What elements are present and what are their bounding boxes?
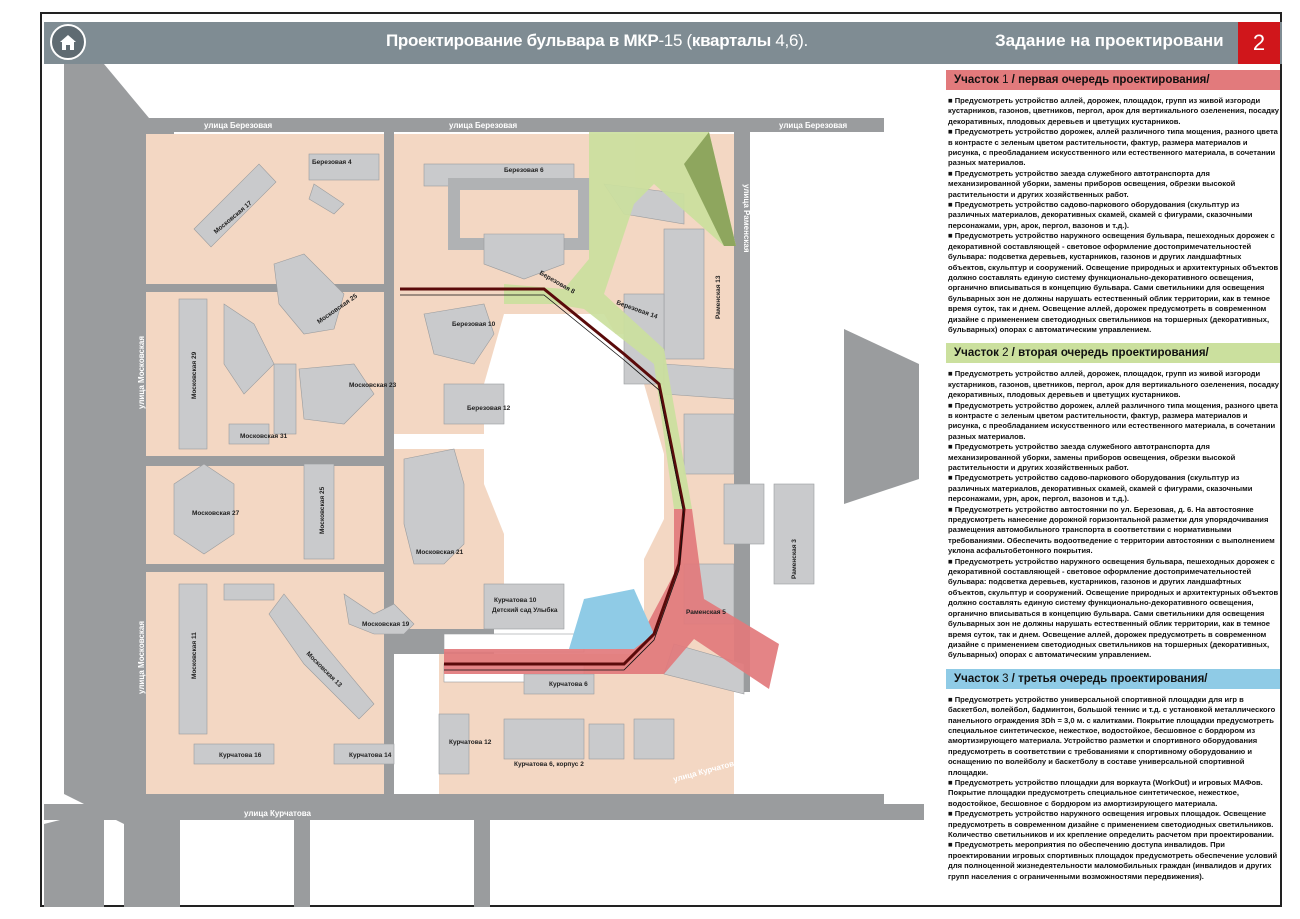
requirement-item: Предусмотреть устройство дорожек, аллей …	[946, 127, 1280, 169]
section-2-heading: Участок 2 / вторая очередь проектировани…	[946, 343, 1280, 364]
requirement-item: Предусмотреть устройство садово-парковог…	[946, 200, 1280, 231]
street-label-berezovaya-3: улица Березовая	[779, 121, 847, 130]
boulevard-section-1	[444, 509, 779, 689]
requirement-item: Предусмотреть устройство наружного освещ…	[946, 231, 1280, 335]
building-label: Раменская 3	[791, 539, 798, 579]
street-label-ramenskaya-1: улица Раменская	[742, 184, 751, 253]
site-plan-map: улица Березовая улица Березовая улица Бе…	[44, 64, 924, 907]
boulevard-section-3	[569, 589, 654, 649]
building-label: Московская 19	[362, 621, 410, 628]
section-3-heading: Участок 3 / третья очередь проектировани…	[946, 668, 1280, 689]
parking-area	[684, 132, 736, 246]
building-label: Раменская 5	[686, 609, 726, 616]
header-bar	[44, 22, 1282, 64]
building-label: Березовая 6	[504, 167, 544, 174]
requirement-item: Предусмотреть устройство наружного освещ…	[946, 809, 1280, 840]
building-label: Детский сад Улыбка	[492, 606, 558, 614]
building-label: Курчатова 16	[219, 752, 262, 759]
street-label-berezovaya-1: улица Березовая	[204, 121, 272, 130]
boulevard-axis	[400, 287, 686, 666]
building-label: Московская 27	[192, 510, 240, 517]
section-2: Участок 2 / вторая очередь проектировани…	[946, 343, 1280, 660]
requirement-item: Предусмотреть устройство заезда служебно…	[946, 169, 1280, 200]
building-label: Березовая 12	[467, 405, 511, 412]
section-1-heading: Участок 1 / первая очередь проектировани…	[946, 70, 1280, 90]
task-title: Задание на проектировани	[995, 31, 1224, 50]
building-label: Московская 25	[319, 486, 326, 534]
page-title: Проектирование бульвара в МКР-15 (кварта…	[386, 31, 808, 50]
street-label-moskovskaya-1: улица Московская	[137, 336, 146, 409]
section-3: Участок 3 / третья очередь проектировани…	[946, 668, 1280, 882]
requirement-item: Предусмотреть устройство автостоянки по …	[946, 505, 1280, 557]
requirement-item: Предусмотреть устройство заезда служебно…	[946, 442, 1280, 473]
requirement-item: Предусмотреть мероприятия по обеспечению…	[946, 840, 1280, 882]
house-emblem-icon	[50, 24, 86, 60]
street-label-ramenskaya-2: улица Раменская	[802, 394, 811, 463]
building-label: Курчатова 6, корпус 2	[514, 761, 584, 768]
buildings	[173, 153, 815, 775]
street-label-kurchatova-1: улица Курчатова	[244, 809, 312, 818]
requirement-item: Предусмотреть устройство аллей, дорожек,…	[946, 369, 1280, 400]
requirement-item: Предусмотреть устройство площадки для во…	[946, 778, 1280, 809]
sheet-frame	[40, 12, 1282, 907]
building-label: Московская 11	[191, 632, 198, 679]
building-label: Московская 29	[191, 351, 198, 399]
building-label: Курчатова 10	[494, 597, 537, 604]
building-label: Раменская 13	[715, 275, 722, 319]
building-label: Березовая 4	[312, 159, 352, 166]
building-label: Курчатова 6	[549, 681, 588, 688]
building-label: Березовая 10	[452, 321, 496, 328]
building-label: Курчатова 14	[349, 752, 392, 759]
building-label: Московская 31	[240, 433, 288, 440]
street-label-moskovskaya-2: улица Московская	[137, 621, 146, 694]
requirement-item: Предусмотреть устройство аллей, дорожек,…	[946, 96, 1280, 127]
page-number-badge: 2	[1238, 22, 1280, 64]
building-label: Московская 23	[349, 382, 397, 389]
section-1: Участок 1 / первая очередь проектировани…	[946, 70, 1280, 335]
requirement-item: Предусмотреть устройство наружного освещ…	[946, 557, 1280, 661]
requirement-item: Предусмотреть устройство дорожек, аллей …	[946, 401, 1280, 443]
requirement-item: Предусмотреть устройство садово-парковог…	[946, 473, 1280, 504]
requirement-item: Предусмотреть устройство универсальной с…	[946, 695, 1280, 778]
building-label: Курчатова 12	[449, 739, 492, 746]
street-label-berezovaya-2: улица Березовая	[449, 121, 517, 130]
street-label-ramenskaya-3: улица Раменская	[854, 644, 863, 713]
building-label: Московская 21	[416, 549, 464, 556]
requirements-panel: Участок 1 / первая очередь проектировани…	[946, 70, 1280, 890]
